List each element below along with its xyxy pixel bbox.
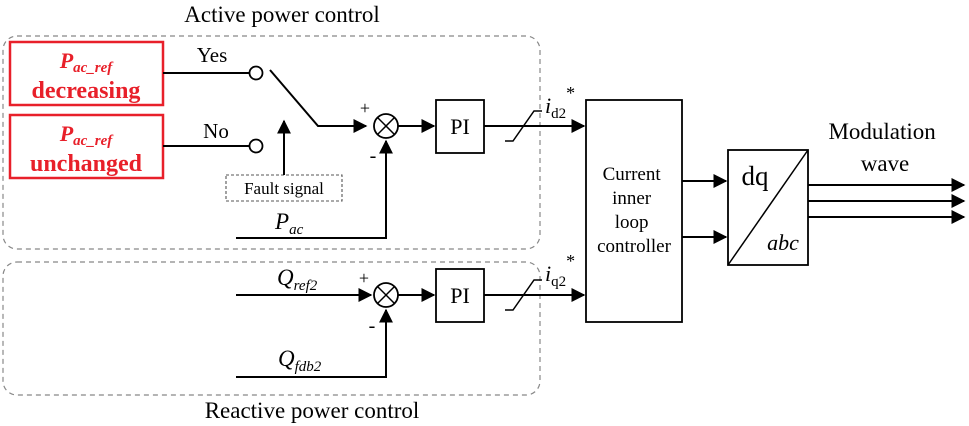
pi-label-reactive: PI <box>450 283 470 308</box>
reactive-sum-minus: - <box>369 315 376 337</box>
wire-pac <box>236 139 393 239</box>
active-sum-plus: + <box>360 98 370 118</box>
signal-qref: Qref2 <box>277 265 318 294</box>
transform-diagonal <box>727 149 809 266</box>
wire-qfdb <box>236 308 393 378</box>
ref-decreasing-box: Pac_ref decreasing <box>8 40 165 107</box>
reactive-power-group <box>2 261 541 396</box>
reactive-sum-plus: + <box>359 268 369 288</box>
switch-blade <box>269 69 368 133</box>
current-controller-block <box>585 99 683 323</box>
active-power-group <box>2 35 541 250</box>
transform-abc-label: abc <box>767 230 799 255</box>
switch-contact-yes <box>248 65 264 81</box>
limiter-d <box>505 110 542 142</box>
switch-contact-no <box>248 138 264 154</box>
active-sum-junction <box>373 113 399 139</box>
ref-unchanged-box: Pac_ref unchanged <box>8 113 165 180</box>
ref-unchanged-symbol: Pac_ref <box>59 121 115 149</box>
pi-block-active <box>435 99 485 154</box>
signal-pac: Pac <box>274 209 304 238</box>
signal-id: id2* <box>545 83 575 122</box>
active-group-title: Active power control <box>184 2 379 27</box>
active-sum-minus: - <box>370 145 377 167</box>
ref-decreasing-label: decreasing <box>32 78 141 104</box>
controller-label: Current inner loop controller <box>597 164 672 257</box>
pi-block-reactive <box>435 268 485 323</box>
ref-decreasing-symbol: Pac_ref <box>59 48 115 76</box>
switch-yes-label: Yes <box>197 43 228 67</box>
fault-signal-label: Fault signal <box>244 179 324 198</box>
switch-no-label: No <box>203 119 229 143</box>
limiter-q <box>505 279 542 311</box>
transform-dq-label: dq <box>742 161 770 191</box>
reactive-sum-junction <box>373 282 399 308</box>
output-label: Modulation wave <box>828 119 941 176</box>
ref-unchanged-label: unchanged <box>30 151 143 177</box>
signal-qfdb: Qfdb2 <box>278 346 322 375</box>
reactive-group-title: Reactive power control <box>205 398 420 423</box>
pi-label-active: PI <box>450 114 470 139</box>
signal-iq: iq2* <box>545 251 575 290</box>
